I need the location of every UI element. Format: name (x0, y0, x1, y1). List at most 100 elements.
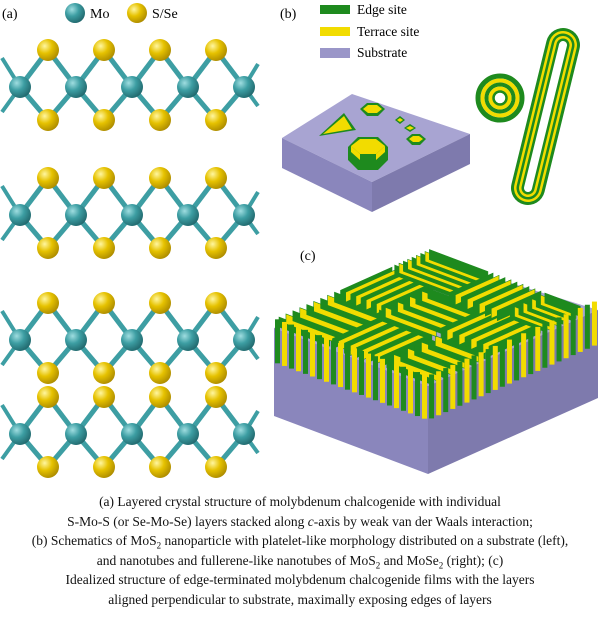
edge-fin (471, 355, 477, 400)
s-atom (149, 292, 171, 314)
edge-fin (282, 321, 287, 366)
edge-fin (521, 333, 527, 378)
s-atom (205, 362, 227, 384)
mo-atom (177, 76, 199, 98)
mo-atom (9, 204, 31, 226)
s-atom (149, 386, 171, 408)
caption-line-1: (a) Layered crystal structure of molybde… (99, 494, 501, 509)
caption-line-2: S-Mo-S (or Se-Mo-Se) layers stacked alon… (67, 513, 533, 529)
edge-fin (528, 330, 534, 375)
edge-fin (591, 301, 597, 346)
s-atom (149, 362, 171, 384)
edge-fin (563, 314, 569, 359)
s-atom (205, 39, 227, 61)
edge-fin (464, 358, 470, 403)
edge-fin (457, 361, 463, 406)
s-mo-s-layer (0, 39, 260, 131)
mo-atom (233, 76, 255, 98)
elongated-nanotube (511, 28, 580, 205)
figure-caption: (a) Layered crystal structure of molybde… (0, 492, 600, 609)
layer-domain (386, 332, 486, 385)
mo-atom (121, 329, 143, 351)
substrate-with-platelets (282, 94, 470, 212)
s-atom (37, 292, 59, 314)
edge-fin (492, 345, 498, 390)
edge-fin (394, 364, 399, 409)
s-atom (37, 167, 59, 189)
edge-fin (429, 374, 435, 419)
layer-domain (340, 266, 434, 317)
edge-fin (324, 337, 329, 382)
edge-fin (338, 343, 343, 388)
mo-atom (9, 329, 31, 351)
edge-fin (450, 364, 456, 409)
s-mo-s-layer (0, 386, 260, 478)
mo-atom (177, 423, 199, 445)
edge-fin (443, 368, 449, 413)
legend-edge-label: Edge site (357, 2, 407, 17)
s-atom (149, 39, 171, 61)
s-atom (37, 456, 59, 478)
crystal-structure (0, 39, 260, 478)
edge-fin (296, 327, 301, 372)
edge-fin (577, 307, 583, 352)
edge-fin (436, 371, 442, 416)
s-atom (93, 456, 115, 478)
fullerene-nanotube (475, 73, 525, 123)
figure: (a) Mo S/Se (b) Edge site Terrace site S… (0, 2, 598, 478)
edge-fin (415, 372, 420, 417)
s-mo-s-layer (0, 167, 260, 259)
s-atom (205, 237, 227, 259)
legend-substrate-swatch (320, 48, 350, 58)
edge-fin (303, 329, 308, 374)
edge-fin (549, 320, 555, 365)
edge-fin (499, 342, 505, 387)
edge-fin (352, 348, 357, 393)
legend-terrace-swatch (320, 27, 350, 36)
s-atom (93, 362, 115, 384)
s-atom (205, 456, 227, 478)
s-atom (205, 386, 227, 408)
s-atom (205, 292, 227, 314)
mo-atom (65, 423, 87, 445)
mo-atom (9, 423, 31, 445)
edge-fin (317, 335, 322, 380)
s-atom (93, 109, 115, 131)
mo-atom (233, 423, 255, 445)
mo-atom (9, 76, 31, 98)
mo-atom (177, 204, 199, 226)
mo-atom (65, 204, 87, 226)
caption-line-4: and nanotubes and fullerene-like nanotub… (96, 552, 504, 571)
s-atom (93, 39, 115, 61)
edge-fin (366, 353, 371, 398)
s-mo-s-layer (0, 292, 260, 384)
edge-fin (485, 349, 491, 394)
mo-atom (233, 204, 255, 226)
edge-terminated-film (274, 249, 598, 474)
mo-atom (121, 204, 143, 226)
edge-fin (401, 366, 406, 411)
mo-atom (233, 329, 255, 351)
s-atom (149, 456, 171, 478)
s-atom (205, 109, 227, 131)
s-atom (37, 362, 59, 384)
caption-line-5: Idealized structure of edge-terminated m… (65, 572, 535, 587)
edge-fin (331, 340, 336, 385)
s-atom (93, 237, 115, 259)
legend-substrate-label: Substrate (357, 45, 407, 60)
layer-domain (379, 287, 480, 340)
edge-fin (535, 326, 541, 371)
edge-fin (506, 339, 512, 384)
s-atom (37, 39, 59, 61)
substrate-side (428, 310, 598, 474)
mo-atom (65, 329, 87, 351)
edge-fin (345, 345, 350, 390)
edge-fin (570, 311, 576, 356)
edge-fin (387, 361, 392, 406)
mo-atom (121, 76, 143, 98)
layer-domain (394, 249, 489, 298)
s-atom (37, 109, 59, 131)
edge-fin (478, 352, 484, 397)
s-atom (205, 167, 227, 189)
legend-s-atom (127, 3, 147, 23)
